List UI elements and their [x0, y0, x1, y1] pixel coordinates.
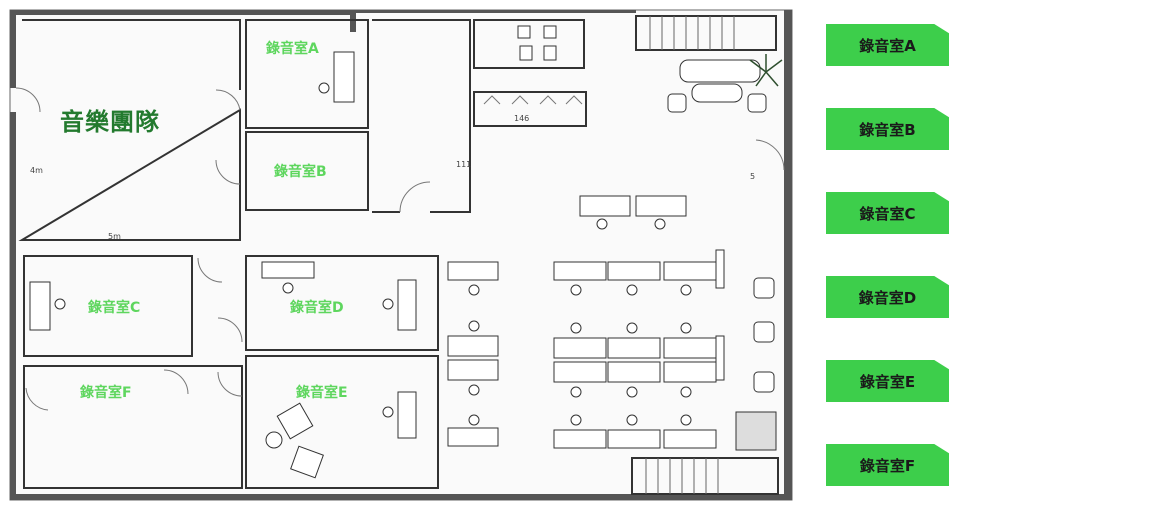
- studio-a-label[interactable]: 錄音室A: [266, 41, 319, 57]
- door-swings: [15, 87, 785, 411]
- room-number-146: 146: [514, 114, 530, 123]
- legend-studio-a-button[interactable]: 錄音室A: [826, 24, 949, 66]
- legend-studio-e-button[interactable]: 錄音室E: [826, 360, 949, 402]
- legend-studio-d-button[interactable]: 錄音室D: [826, 276, 949, 318]
- floor-plan: 4m 5m 111 146 5 音樂團隊 錄音室A 錄音室B 錄音室C 錄音室D…: [9, 9, 793, 501]
- studio-c-label[interactable]: 錄音室C: [88, 300, 141, 316]
- studio-e-label[interactable]: 錄音室E: [296, 385, 348, 401]
- legend-studio-b-button[interactable]: 錄音室B: [826, 108, 949, 150]
- width-dimension: 5m: [108, 232, 121, 241]
- legend-studio-f-button[interactable]: 錄音室F: [826, 444, 949, 486]
- stair-lines: [645, 16, 735, 494]
- studio-d-label[interactable]: 錄音室D: [290, 300, 344, 316]
- plant: [749, 54, 783, 87]
- room-number-111: 111: [456, 160, 472, 169]
- furniture: [29, 25, 777, 479]
- floor-plan-drawing: [9, 9, 793, 501]
- studio-b-label[interactable]: 錄音室B: [274, 164, 327, 180]
- studio-f-label[interactable]: 錄音室F: [80, 385, 132, 401]
- interior-walls: [18, 15, 779, 495]
- room-number-5: 5: [750, 172, 756, 181]
- legend-studio-c-button[interactable]: 錄音室C: [826, 192, 949, 234]
- music-team-label: 音樂團隊: [60, 108, 160, 136]
- height-dimension: 4m: [30, 166, 43, 175]
